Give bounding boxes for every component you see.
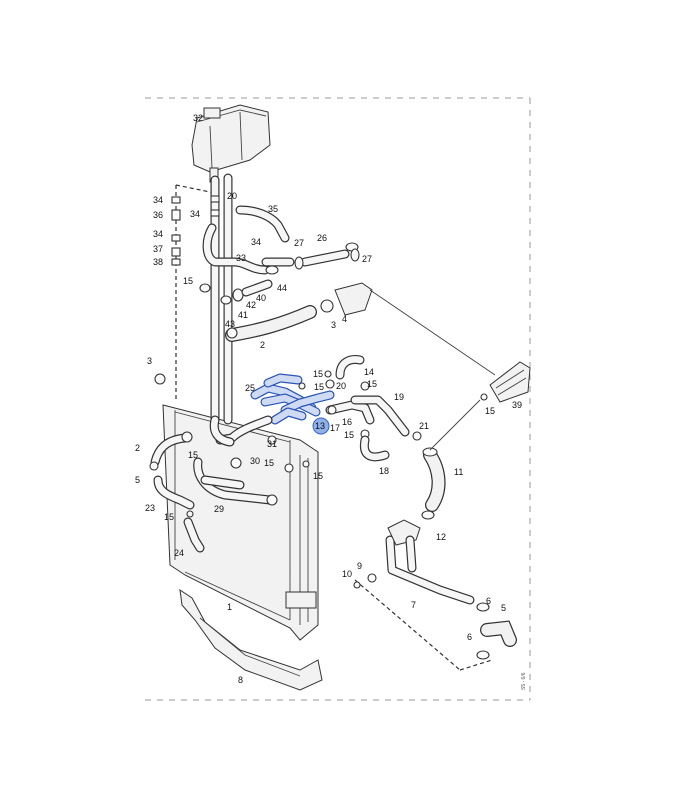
label-31: 31 xyxy=(267,439,277,449)
hose-11 xyxy=(421,399,481,520)
label-15h: 15 xyxy=(313,471,323,481)
label-14: 14 xyxy=(364,367,374,377)
hoses-lower-left xyxy=(149,431,294,553)
label-2: 2 xyxy=(260,340,265,350)
label-27b: 27 xyxy=(362,254,372,264)
document-code: S5 - 6/6 xyxy=(521,672,527,690)
background-frame xyxy=(145,97,531,701)
label-34c: 34 xyxy=(153,229,163,239)
water-pipe-7 xyxy=(353,519,493,671)
hose-31 xyxy=(209,415,277,447)
label-34d: 34 xyxy=(251,237,261,247)
hose-26 xyxy=(294,242,360,270)
label-17: 17 xyxy=(330,423,340,433)
label-20a: 20 xyxy=(227,191,237,201)
label-27a: 27 xyxy=(294,238,304,248)
label-3a: 3 xyxy=(147,356,152,366)
label-8: 8 xyxy=(238,675,243,685)
label-41: 41 xyxy=(238,310,248,320)
label-33: 33 xyxy=(236,253,246,263)
component-39 xyxy=(480,361,531,403)
hose-33-35 xyxy=(202,205,295,275)
label-15e: 15 xyxy=(485,406,495,416)
label-21: 21 xyxy=(419,421,429,431)
label-7: 7 xyxy=(411,600,416,610)
label-29: 29 xyxy=(214,504,224,514)
label-5: 5 xyxy=(501,603,506,613)
label-34b: 34 xyxy=(190,209,200,219)
label-15d: 15 xyxy=(344,430,354,440)
label-15c: 15 xyxy=(367,379,377,389)
label-40: 40 xyxy=(256,293,266,303)
label-22: 2 xyxy=(135,443,140,453)
label-18: 18 xyxy=(379,466,389,476)
part-number-labels: 1 2 3 3 4 5 6 6 7 8 9 10 11 12 13 14 15 … xyxy=(135,113,527,690)
label-19: 19 xyxy=(394,392,404,402)
label-25: 25 xyxy=(245,383,255,393)
elbow-5 xyxy=(476,602,517,660)
label-6a: 6 xyxy=(486,596,491,606)
hose-2 xyxy=(225,305,317,342)
label-30: 30 xyxy=(250,456,260,466)
label-42: 42 xyxy=(246,300,256,310)
label-13: 13 xyxy=(315,421,325,431)
tank-lines xyxy=(175,173,233,425)
expansion-tank xyxy=(191,104,271,183)
label-36: 36 xyxy=(153,210,163,220)
label-9: 9 xyxy=(357,561,362,571)
label-44: 44 xyxy=(277,283,287,293)
misc-clamps xyxy=(186,370,332,518)
label-20b: 20 xyxy=(336,381,346,391)
label-38: 38 xyxy=(153,257,163,267)
label-4: 4 xyxy=(342,314,347,324)
label-26: 26 xyxy=(317,233,327,243)
label-1: 1 xyxy=(227,602,232,612)
highlight-badge xyxy=(312,417,330,435)
label-5b: 5 xyxy=(135,475,140,485)
small-parts-40-44 xyxy=(199,265,279,305)
thermostat-housing xyxy=(320,282,496,376)
label-34a: 34 xyxy=(153,195,163,205)
bracket-8 xyxy=(179,588,323,691)
label-15a: 15 xyxy=(183,276,193,286)
label-11: 11 xyxy=(454,467,463,477)
label-37: 37 xyxy=(153,244,163,254)
label-39: 39 xyxy=(512,400,522,410)
label-3b: 3 xyxy=(331,320,336,330)
label-15g: 15 xyxy=(264,458,274,468)
hoses-14-20 xyxy=(325,355,422,441)
left-clamps xyxy=(154,195,220,385)
label-32: 32 xyxy=(193,113,203,123)
label-35: 35 xyxy=(268,204,278,214)
label-6b: 6 xyxy=(467,632,472,642)
label-15j: 15 xyxy=(314,382,324,392)
label-23: 23 xyxy=(145,503,155,513)
label-24: 24 xyxy=(174,548,184,558)
label-12: 12 xyxy=(436,532,446,542)
label-15b: 15 xyxy=(313,369,323,379)
label-15i: 15 xyxy=(164,512,174,522)
label-43: 43 xyxy=(225,319,235,329)
hose-18 xyxy=(359,435,390,462)
label-15f: 15 xyxy=(188,450,198,460)
hose-assembly-13-highlighted xyxy=(250,373,335,425)
label-10: 10 xyxy=(342,569,352,579)
label-16: 16 xyxy=(342,417,352,427)
